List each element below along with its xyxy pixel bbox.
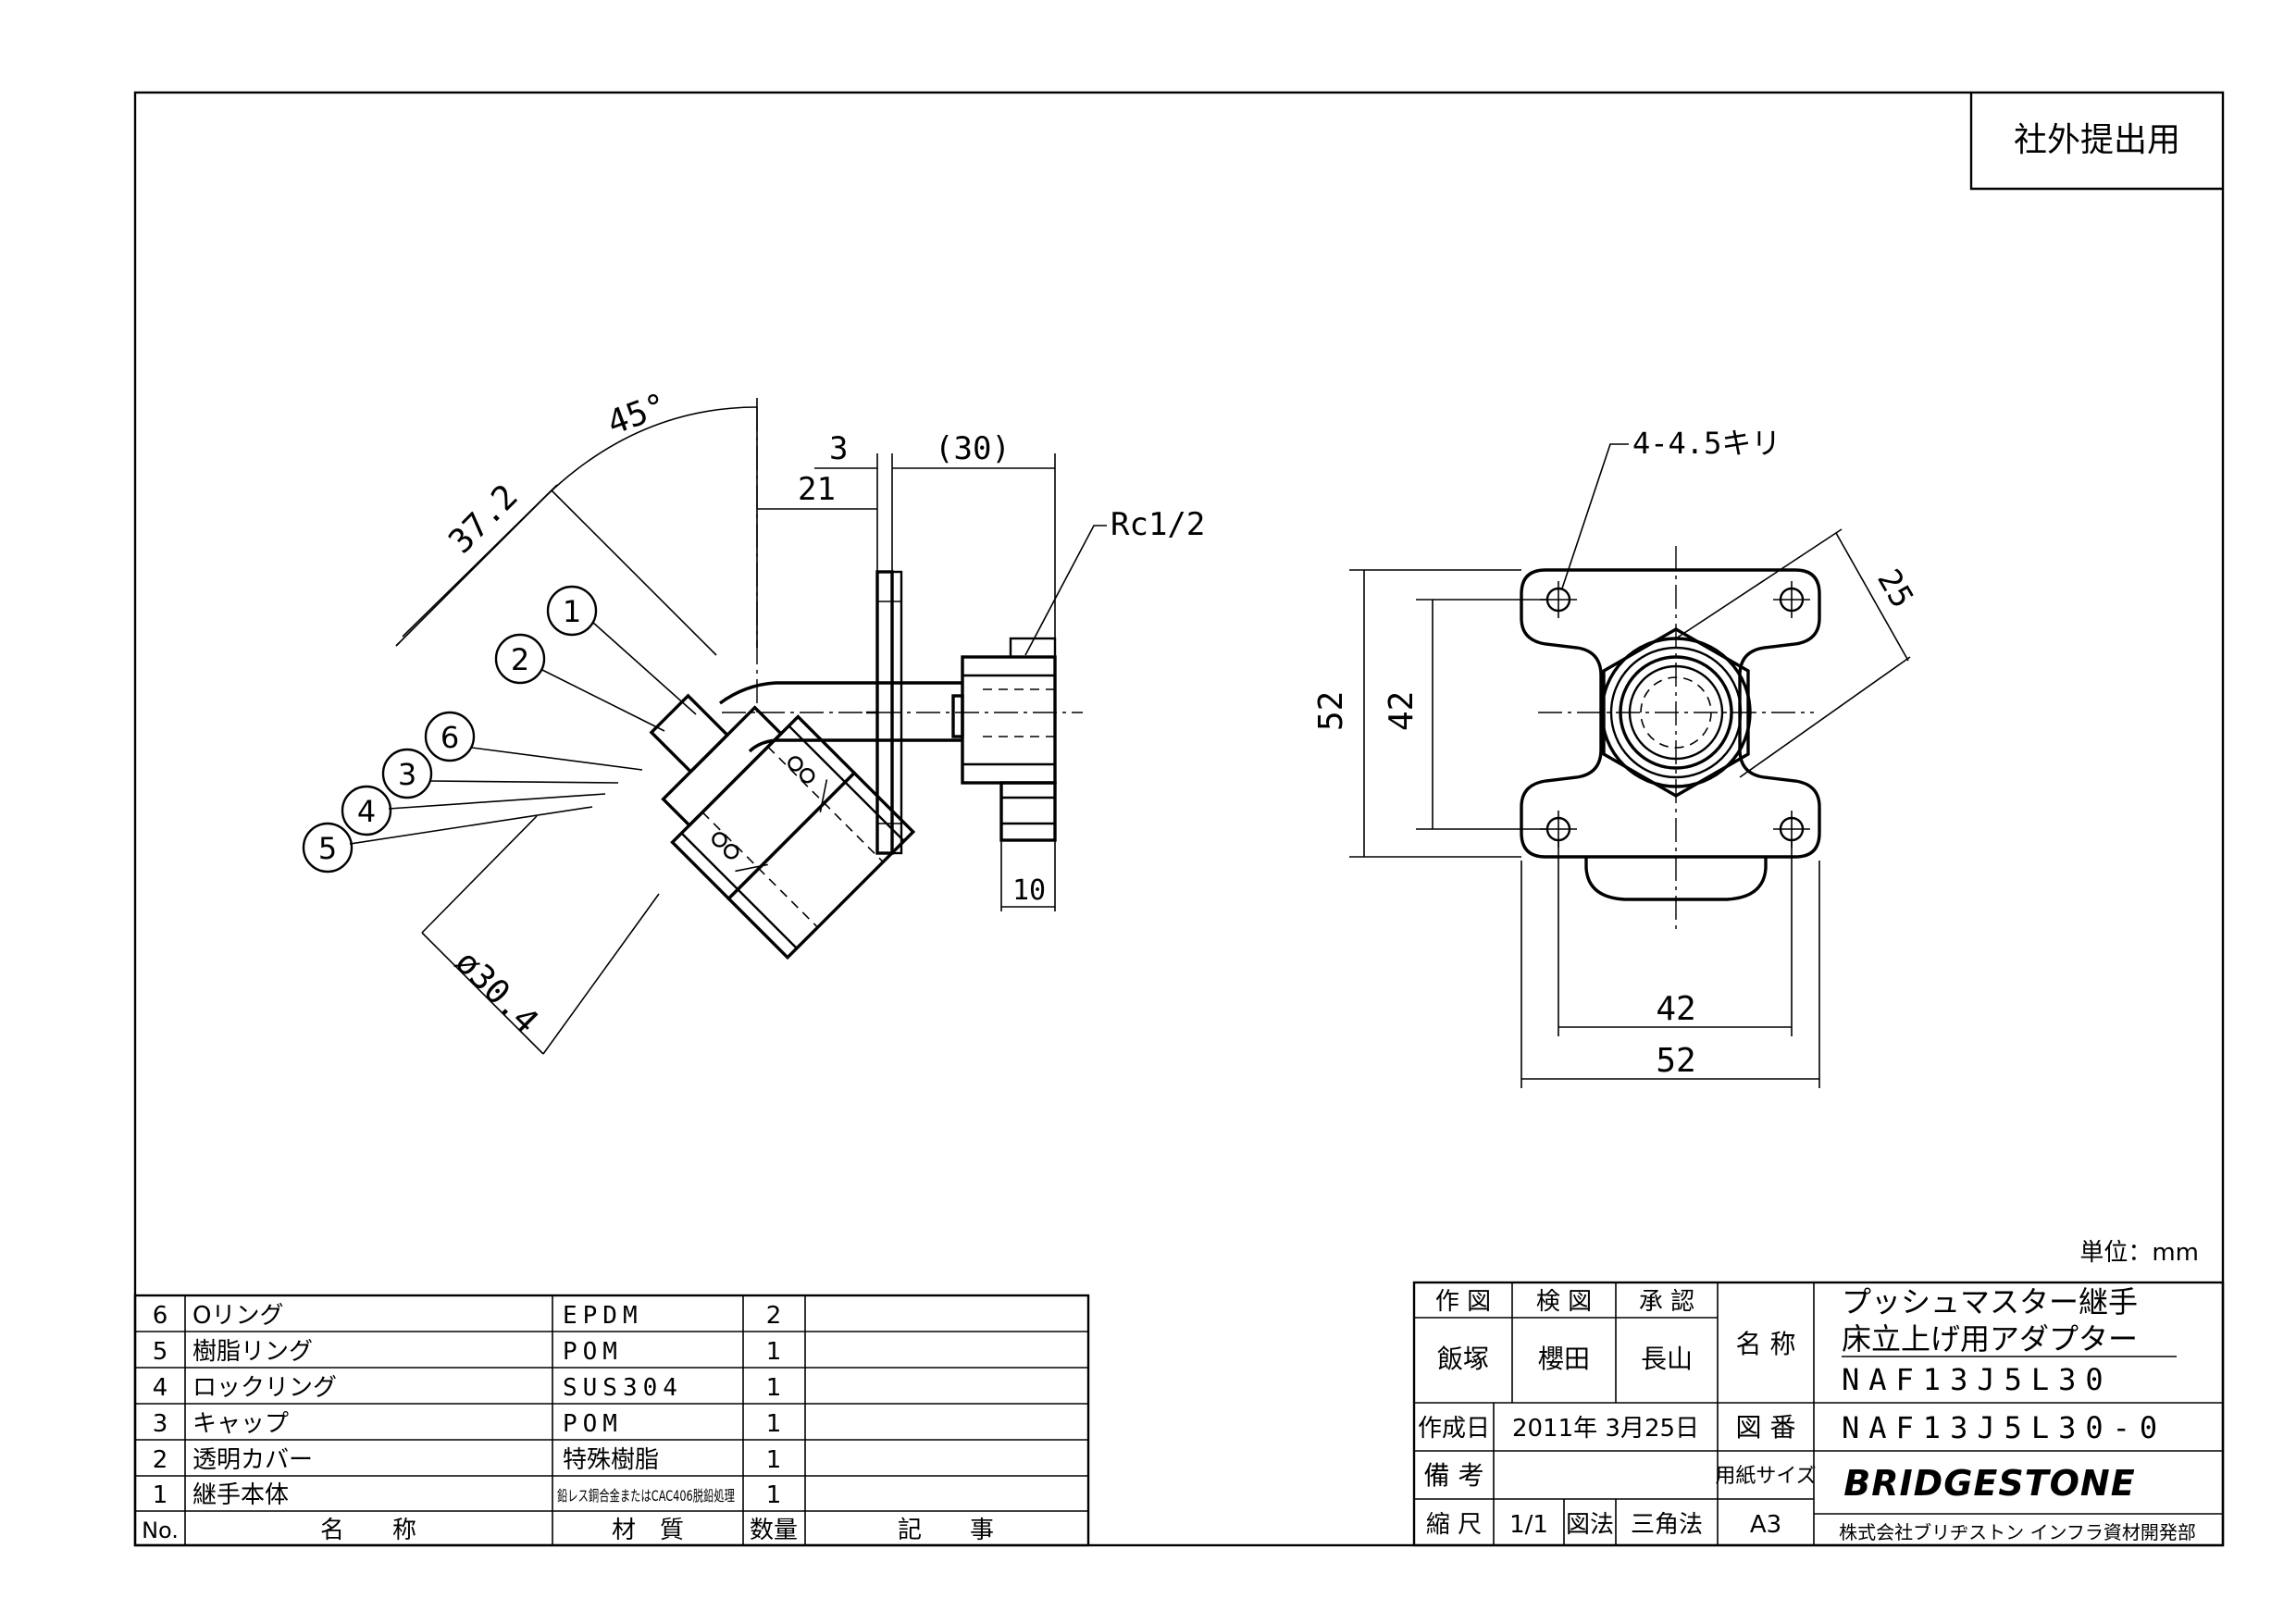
label-approved: 承 認 bbox=[1639, 1288, 1694, 1316]
svg-text:数量: 数量 bbox=[750, 1517, 798, 1544]
product-code: NAF13J5L30 bbox=[1842, 1362, 2113, 1397]
label-remarks: 備 考 bbox=[1424, 1460, 1484, 1491]
dim-angle-45: 45° bbox=[602, 387, 672, 443]
svg-text:1: 1 bbox=[766, 1374, 782, 1402]
balloon-6: 6 bbox=[424, 711, 643, 771]
label-name: 名 称 bbox=[1736, 1329, 1796, 1359]
balloon-5: 5 bbox=[302, 806, 593, 873]
unit-label: 単位：mm bbox=[2079, 1239, 2199, 1267]
dim-21: 21 bbox=[798, 471, 836, 508]
dim-width-52: 52 bbox=[1656, 1042, 1695, 1080]
svg-text:1: 1 bbox=[766, 1481, 782, 1509]
dim-30: (30) bbox=[935, 430, 1011, 467]
created-date: 2011年 3月25日 bbox=[1512, 1415, 1699, 1443]
paper-size: A3 bbox=[1750, 1511, 1781, 1539]
label-paper-size: 用紙サイズ bbox=[1715, 1465, 1816, 1488]
dim-height-42: 42 bbox=[1383, 691, 1421, 731]
dim-width-42: 42 bbox=[1656, 990, 1695, 1028]
svg-text:透明カバー: 透明カバー bbox=[192, 1446, 313, 1474]
parts-row: 3 キャップ POM 1 bbox=[153, 1410, 782, 1438]
svg-text:4: 4 bbox=[357, 794, 376, 829]
svg-text:ロックリング: ロックリング bbox=[192, 1374, 337, 1402]
parts-header: No. 名 称 材 質 数量 記 事 bbox=[142, 1517, 994, 1544]
thread-spec: Rc1/2 bbox=[1111, 506, 1205, 543]
stamp-text: 社外提出用 bbox=[2014, 121, 2180, 159]
svg-text:SUS304: SUS304 bbox=[563, 1374, 683, 1402]
svg-text:3: 3 bbox=[398, 757, 416, 792]
parts-row: 4 ロックリング SUS304 1 bbox=[153, 1374, 782, 1402]
svg-text:6: 6 bbox=[153, 1302, 168, 1330]
balloon-2: 2 bbox=[494, 633, 665, 732]
external-stamp: 社外提出用 bbox=[1969, 93, 2223, 191]
svg-text:1: 1 bbox=[563, 594, 581, 629]
label-projection: 図法 bbox=[1566, 1511, 1614, 1539]
svg-text:記 事: 記 事 bbox=[898, 1517, 994, 1544]
balloon-4: 4 bbox=[341, 785, 606, 836]
balloon-3: 3 bbox=[381, 748, 619, 799]
drawing-number: NAF13J5L30-0 bbox=[1842, 1410, 2166, 1445]
svg-text:キャップ: キャップ bbox=[192, 1410, 289, 1438]
title-block: 作 図 検 図 承 認 飯塚 櫻田 長山 名 称 プッシュマスター継手 床立上げ… bbox=[1412, 1281, 2225, 1547]
parts-table: 6 Oリング EPDM 2 5 樹脂リング POM 1 4 ロックリング SUS… bbox=[133, 1294, 1090, 1547]
svg-text:5: 5 bbox=[153, 1338, 168, 1366]
label-checked: 検 図 bbox=[1536, 1288, 1592, 1316]
svg-text:3: 3 bbox=[153, 1410, 168, 1438]
svg-text:6: 6 bbox=[441, 720, 459, 755]
label-scale: 縮 尺 bbox=[1426, 1511, 1482, 1539]
sheet-border bbox=[133, 91, 2225, 1547]
svg-text:1: 1 bbox=[766, 1338, 782, 1366]
checked-by: 櫻田 bbox=[1538, 1344, 1590, 1374]
front-view: 4-4.5キリ 25 52 42 42 52 bbox=[1312, 426, 1920, 1088]
svg-text:鉛レス銅合金またはCAC406脱鉛処理: 鉛レス銅合金またはCAC406脱鉛処理 bbox=[557, 1487, 735, 1505]
label-date: 作成日 bbox=[1418, 1415, 1490, 1443]
projection-value: 三角法 bbox=[1631, 1511, 1703, 1539]
dim-10: 10 bbox=[1012, 874, 1046, 907]
svg-text:継手本体: 継手本体 bbox=[192, 1481, 289, 1509]
scale-value: 1/1 bbox=[1509, 1511, 1548, 1539]
svg-text:1: 1 bbox=[153, 1481, 168, 1509]
drawn-by: 飯塚 bbox=[1437, 1344, 1489, 1374]
approved-by: 長山 bbox=[1641, 1344, 1693, 1374]
parts-row: 6 Oリング EPDM 2 bbox=[153, 1302, 782, 1330]
svg-text:2: 2 bbox=[153, 1446, 168, 1474]
svg-text:Oリング: Oリング bbox=[192, 1302, 283, 1330]
svg-text:No.: No. bbox=[142, 1518, 179, 1543]
svg-text:4: 4 bbox=[153, 1374, 168, 1402]
svg-text:5: 5 bbox=[318, 831, 337, 866]
parts-row: 5 樹脂リング POM 1 bbox=[153, 1338, 782, 1366]
svg-text:材 質: 材 質 bbox=[612, 1517, 684, 1544]
svg-text:特殊樹脂: 特殊樹脂 bbox=[563, 1446, 659, 1474]
dim-height-52: 52 bbox=[1312, 691, 1350, 731]
label-drawn: 作 図 bbox=[1435, 1288, 1491, 1316]
svg-text:POM: POM bbox=[563, 1338, 623, 1366]
brand-logo: BRIDGESTONE bbox=[1843, 1463, 2135, 1504]
svg-text:EPDM: EPDM bbox=[563, 1302, 643, 1330]
dim-3: 3 bbox=[829, 430, 848, 467]
dim-diameter: ø30.4 bbox=[448, 943, 546, 1041]
parts-row: 2 透明カバー 特殊樹脂 1 bbox=[153, 1446, 782, 1474]
svg-text:POM: POM bbox=[563, 1410, 623, 1438]
parts-row: 1 継手本体 鉛レス銅合金またはCAC406脱鉛処理 1 bbox=[153, 1481, 782, 1509]
svg-text:1: 1 bbox=[766, 1446, 782, 1474]
svg-text:1: 1 bbox=[766, 1410, 782, 1438]
svg-text:2: 2 bbox=[766, 1302, 782, 1330]
svg-text:名 称: 名 称 bbox=[320, 1517, 416, 1544]
side-view: 37.2 45° 3 (30) 21 Rc1/2 10 ø30.4 1 bbox=[302, 387, 1205, 1055]
holes-spec: 4-4.5キリ bbox=[1632, 426, 1781, 461]
label-drawing-no: 図 番 bbox=[1736, 1412, 1796, 1443]
company-name: 株式会社ブリヂストン インフラ資材開発部 bbox=[1839, 1521, 2196, 1543]
svg-text:2: 2 bbox=[511, 642, 529, 677]
product-name-1: プッシュマスター継手 bbox=[1842, 1284, 2138, 1319]
product-name-2: 床立上げ用アダプター bbox=[1842, 1321, 2138, 1357]
dim-37-2: 37.2 bbox=[441, 477, 525, 561]
balloon-1: 1 bbox=[546, 585, 697, 715]
svg-text:樹脂リング: 樹脂リング bbox=[192, 1338, 313, 1366]
